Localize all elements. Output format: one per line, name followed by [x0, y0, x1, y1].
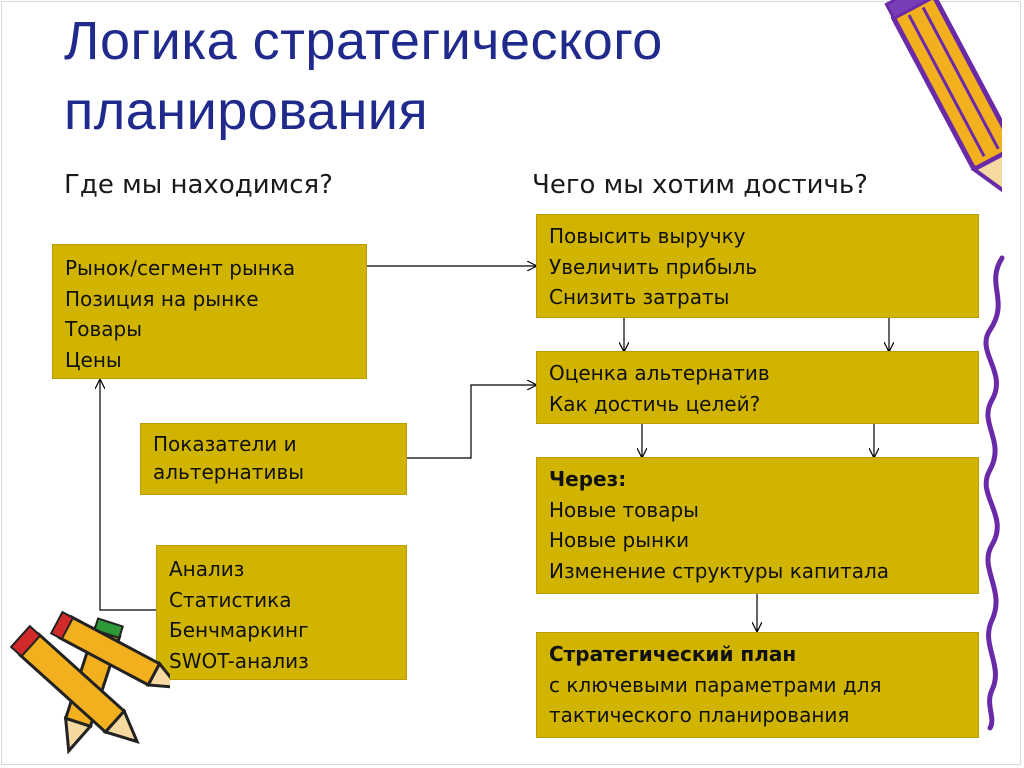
box-strategic-plan: Стратегический план с ключевыми параметр… — [536, 632, 979, 738]
goals-line-2: Увеличить прибыль — [549, 254, 758, 279]
alternatives-line-2: Как достичь целей? — [549, 391, 761, 416]
through-header: Через: — [549, 467, 627, 491]
analysis-line-3: Бенчмаркинг — [169, 618, 309, 642]
indicators-line-2: альтернативы — [153, 460, 305, 484]
goals-line-3: Снизить затраты — [549, 285, 730, 309]
analysis-line-2: Статистика — [169, 587, 292, 612]
box-market: Рынок/сегмент рынка Позиция на рынке Тов… — [52, 244, 367, 379]
through-line-3: Изменение структуры капитала — [549, 558, 890, 583]
market-line-2: Позиция на рынке — [65, 286, 259, 311]
squiggle-line — [983, 255, 1005, 731]
box-alternatives: Оценка альтернатив Как достичь целей? — [536, 351, 979, 424]
indicators-line-1: Показатели и — [153, 432, 297, 456]
market-line-3: Товары — [65, 317, 142, 341]
plan-header: Стратегический план — [549, 642, 797, 666]
pencil-icon — [884, 0, 1002, 205]
plan-line-2: тактического планирования — [549, 703, 850, 727]
pencil-icon — [9, 610, 170, 755]
arrow-indicators-to-alternatives — [407, 385, 536, 459]
box-analysis: Анализ Статистика Бенчмаркинг SWOT-анали… — [156, 545, 407, 680]
box-through: Через: Новые товары Новые рынки Изменени… — [536, 457, 979, 594]
slide-title: Логика стратегического планирования — [64, 6, 864, 146]
box-goals: Повысить выручку Увеличить прибыль Снизи… — [536, 214, 979, 318]
through-line-1: Новые товары — [549, 497, 699, 522]
arrow-analysis-to-market — [100, 380, 156, 611]
title-line-2: планирования — [64, 81, 429, 141]
market-line-4: Цены — [65, 347, 122, 372]
alternatives-line-1: Оценка альтернатив — [549, 361, 770, 385]
analysis-line-1: Анализ — [169, 557, 245, 581]
analysis-line-4: SWOT-анализ — [169, 648, 309, 673]
through-line-2: Новые рынки — [549, 528, 690, 552]
title-line-1: Логика стратегического — [64, 11, 663, 71]
market-line-1: Рынок/сегмент рынка — [65, 256, 296, 280]
goals-line-1: Повысить выручку — [549, 224, 746, 248]
box-indicators: Показатели и альтернативы — [140, 423, 407, 495]
heading-where-we-are: Где мы находимся? — [64, 170, 333, 200]
plan-line-1: с ключевыми параметрами для — [549, 672, 882, 697]
heading-what-we-want: Чего мы хотим достичь? — [532, 170, 868, 200]
